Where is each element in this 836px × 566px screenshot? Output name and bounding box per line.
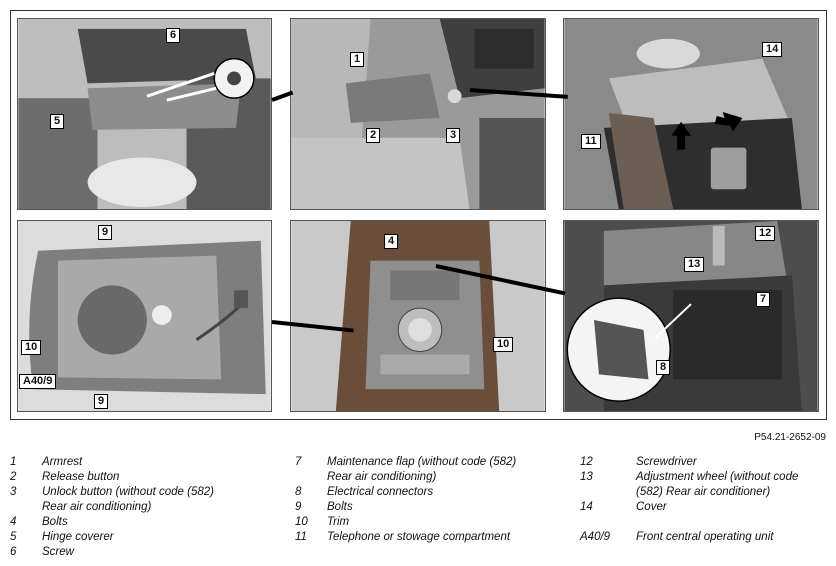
legend-text: Cover — [636, 501, 667, 513]
photo-armrest-underside-image — [18, 221, 271, 411]
legend-text: Maintenance flap (without code (582) — [327, 456, 517, 468]
legend-item: 14 Cover — [580, 500, 830, 515]
legend-number: 4 — [10, 516, 17, 528]
legend-item: 9 Bolts — [295, 500, 565, 515]
legend-number: A40/9 — [580, 531, 611, 543]
legend-item — [580, 515, 830, 530]
photo-armrest-underside — [17, 220, 272, 412]
photo-center-console-image — [291, 221, 545, 411]
legend-text: Electrical connectors — [327, 486, 434, 498]
legend-text: Release button — [42, 471, 120, 483]
photo-maintenance-flap-image — [564, 221, 818, 411]
legend-item: Rear air conditioning) — [10, 500, 270, 515]
legend-text: Rear air conditioning) — [42, 501, 152, 513]
callout-4: 4 — [384, 234, 399, 249]
legend-number — [295, 470, 327, 485]
legend-number: 2 — [10, 471, 17, 483]
legend-column-1: 1 Armrest 2 Release button 3 Unlock button … — [10, 455, 270, 560]
legend-text — [636, 515, 639, 530]
legend-number — [10, 500, 42, 515]
callout-3: 3 — [446, 128, 461, 143]
callout-2: 2 — [366, 128, 381, 143]
legend-text: Bolts — [42, 516, 68, 528]
callout-5: 5 — [50, 114, 65, 129]
figure-reference-code: P54.21-2652-09 — [754, 432, 826, 443]
legend-text: Telephone or stowage compartment — [327, 531, 511, 543]
legend-number: 8 — [295, 486, 302, 498]
legend-text: Unlock button (without code (582) — [42, 486, 214, 498]
legend-text: Rear air conditioning) — [327, 471, 437, 483]
callout-12: 12 — [755, 226, 776, 241]
callout-6: 6 — [166, 28, 181, 43]
legend-number: 7 — [295, 456, 302, 468]
legend-text: Bolts — [327, 501, 353, 513]
legend-number: 14 — [580, 501, 593, 513]
legend-number: 11 — [295, 531, 307, 543]
legend-text: Armrest — [42, 456, 83, 468]
legend-item: 3 Unlock button (without code (582) — [10, 485, 270, 500]
legend-text: Hinge coverer — [42, 531, 114, 543]
callout-13: 13 — [684, 257, 705, 272]
callout-A40-9: A40/9 — [19, 374, 57, 389]
legend-text: Adjustment wheel (without code — [636, 471, 799, 483]
legend-text: Trim — [327, 516, 350, 528]
legend-number: 6 — [10, 546, 17, 558]
legend-item: 6 Screw — [10, 545, 270, 560]
legend-item: 2 Release button — [10, 470, 270, 485]
legend-item: Rear air conditioning) — [295, 470, 565, 485]
photo-maintenance-flap — [563, 220, 819, 412]
legend-item: (582) Rear air conditioner) — [580, 485, 830, 500]
legend-number: 12 — [580, 456, 593, 468]
legend-text: Screwdriver — [636, 456, 697, 468]
callout-11: 11 — [581, 134, 601, 149]
legend-item: 7 Maintenance flap (without code (582) — [295, 455, 565, 470]
legend-text: Front central operating unit — [636, 531, 774, 543]
photo-center-console — [290, 220, 546, 412]
legend-column-2: 7 Maintenance flap (without code (582) Re… — [295, 455, 565, 545]
legend-item: 12 Screwdriver — [580, 455, 830, 470]
photo-armrest — [290, 18, 546, 210]
callout-7: 7 — [756, 292, 771, 307]
callout-10b: 10 — [493, 337, 514, 352]
photo-stowage — [563, 18, 819, 210]
legend-item: 10 Trim — [295, 515, 565, 530]
callout-9a: 9 — [98, 225, 113, 240]
legend-number — [580, 515, 636, 530]
legend-item: 11 Telephone or stowage compartment — [295, 530, 565, 545]
legend-item: A40/9 Front central operating unit — [580, 530, 830, 545]
callout-9b: 9 — [94, 394, 109, 409]
photo-stowage-image — [564, 19, 818, 209]
legend-number: 3 — [10, 486, 17, 498]
legend-column-3: 12 Screwdriver 13 Adjustment wheel (withou… — [580, 455, 830, 545]
callout-8: 8 — [656, 360, 671, 375]
legend-item: 4 Bolts — [10, 515, 270, 530]
legend-item: 5 Hinge coverer — [10, 530, 270, 545]
legend-item: 8 Electrical connectors — [295, 485, 565, 500]
callout-10a: 10 — [21, 340, 42, 355]
legend-number: 1 — [10, 456, 17, 468]
legend-number: 5 — [10, 531, 17, 543]
legend-number: 13 — [580, 471, 593, 483]
legend-text: Screw — [42, 546, 74, 558]
legend-number: 9 — [295, 501, 302, 513]
legend-number — [580, 485, 636, 500]
callout-14: 14 — [762, 42, 783, 57]
legend-item: 13 Adjustment wheel (without code — [580, 470, 830, 485]
legend-text: (582) Rear air conditioner) — [636, 486, 771, 498]
callout-1: 1 — [350, 52, 365, 67]
legend-item: 1 Armrest — [10, 455, 270, 470]
photo-armrest-image — [291, 19, 545, 209]
legend-number: 10 — [295, 516, 308, 528]
